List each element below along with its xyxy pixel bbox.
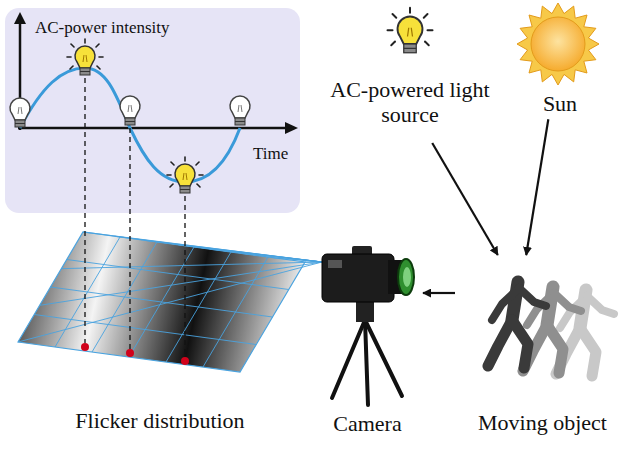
walker-figure [523,264,581,373]
source-label: Sun [505,91,615,116]
arrow-connector [423,292,455,294]
grid-line [51,287,273,317]
device-label: Camera [315,411,420,436]
object-label: Moving object [455,410,630,435]
plane-grid [34,237,289,367]
arrow-connector [432,143,498,255]
camera-node: Camera [315,228,423,440]
ac-light-bulb [388,8,433,53]
flicker-node: Flicker distribution [10,228,313,440]
graph-panel: AC-power intensityTime [5,8,300,213]
bulb-off [120,96,140,125]
camera-ray [83,232,322,262]
plane-label: Flicker distribution [10,408,310,433]
flicker-dots [81,343,189,365]
arrow-connector [526,119,548,255]
bulb-on [167,157,203,193]
bulb-off [230,96,250,125]
camera-ray [273,258,322,262]
camera-ray [115,236,322,262]
sun-node: Sun [505,3,618,119]
camera-ray [242,253,322,262]
axis-label: Time [253,144,288,164]
graph-panel [5,8,300,213]
grid-line [34,315,256,345]
object-node: Moving object [455,255,633,440]
camera-ray [210,249,322,262]
axis-title: AC-power intensity [35,18,170,38]
light-source-node: AC-powered light source [325,5,498,143]
camera-ray [146,241,322,262]
leader-lines [85,78,185,357]
bulb-off [10,98,30,127]
bulb-on [67,39,103,75]
walker-figure [488,259,546,368]
camera-ray [178,245,322,262]
camera-icon [322,246,414,405]
camera-ray [18,262,322,342]
sun-icon [517,3,599,85]
camera-rays [18,232,322,342]
axes [14,12,298,134]
source-label: AC-powered light source [325,77,495,128]
